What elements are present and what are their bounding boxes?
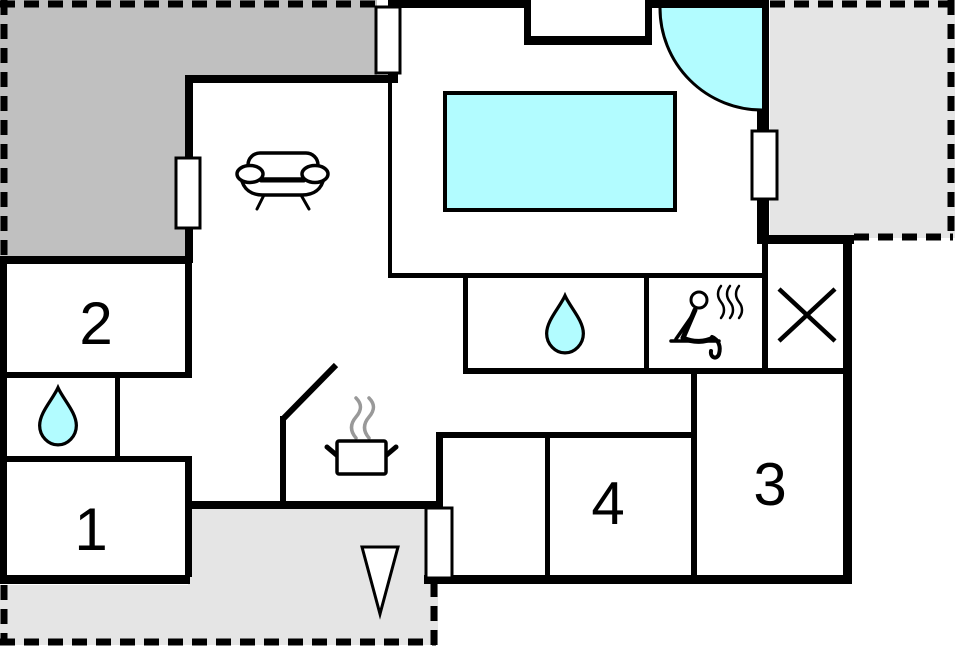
- window: [424, 506, 454, 580]
- terrace-bottom: [0, 508, 438, 645]
- steam-wave: [349, 396, 363, 440]
- room-label-3: 3: [753, 451, 786, 518]
- door-swing-icon: [658, 7, 763, 112]
- sofa-armrest: [300, 163, 330, 185]
- pot-body: [335, 439, 388, 476]
- wall: [762, 243, 768, 370]
- wall: [388, 82, 392, 278]
- wall: [185, 75, 193, 160]
- wall: [644, 277, 649, 370]
- steam-icon: [349, 396, 376, 440]
- wall: [0, 575, 190, 584]
- door-swing-fill: [660, 8, 762, 110]
- window: [174, 156, 202, 230]
- wall: [463, 277, 468, 372]
- wall: [524, 36, 652, 45]
- window: [374, 5, 402, 75]
- heat-wave: [725, 284, 735, 320]
- wall: [0, 456, 192, 462]
- heat-wave: [716, 284, 726, 320]
- wall: [436, 432, 696, 438]
- wall: [691, 373, 697, 578]
- sofa-leg: [299, 193, 311, 211]
- heat-wave: [734, 284, 744, 320]
- wall: [524, 0, 531, 44]
- sofa-icon: [235, 151, 330, 211]
- wall: [280, 416, 286, 508]
- cross-line: [777, 287, 837, 343]
- heat-waves-icon: [716, 284, 744, 320]
- terrace-top-left: [0, 0, 377, 258]
- wall: [185, 227, 193, 263]
- sauna-foot: [708, 335, 722, 360]
- pool-rect: [443, 91, 677, 212]
- cooking-pot-icon: [324, 396, 399, 476]
- door-swing-arc: [658, 7, 763, 112]
- sauna-arm: [674, 314, 694, 341]
- crossed-box-icon: [777, 287, 837, 343]
- sofa-leg: [255, 193, 266, 211]
- sofa-seat: [239, 175, 326, 197]
- water-drop-icon-small: [38, 383, 78, 447]
- window: [750, 129, 779, 201]
- terrace-top-right: [770, 0, 955, 238]
- wall: [0, 372, 192, 378]
- room-label-2: 2: [79, 290, 112, 357]
- wall: [436, 435, 443, 508]
- wall: [185, 263, 192, 378]
- wall: [843, 235, 852, 583]
- wall: [463, 368, 843, 374]
- down-triangle-icon: [360, 545, 400, 620]
- wall-diagonal: [280, 362, 339, 422]
- room-label-1: 1: [74, 496, 107, 563]
- wall: [757, 235, 854, 244]
- sofa-armrest: [235, 163, 265, 185]
- wall: [645, 0, 652, 44]
- wall: [115, 378, 120, 460]
- water-drop-icon-large: [545, 291, 585, 355]
- wall: [185, 501, 443, 509]
- wall: [0, 256, 188, 264]
- wall: [188, 75, 398, 83]
- wall: [650, 0, 764, 8]
- room-label-4: 4: [591, 470, 624, 537]
- wall: [424, 575, 852, 584]
- wall: [0, 256, 7, 583]
- wall: [396, 0, 526, 8]
- wall: [390, 273, 765, 278]
- wall: [185, 462, 192, 577]
- steam-wave: [362, 396, 376, 440]
- sauna-leg: [680, 335, 716, 344]
- sauna-head: [689, 290, 709, 310]
- sauna-person-icon: [669, 284, 744, 360]
- wall: [545, 435, 550, 577]
